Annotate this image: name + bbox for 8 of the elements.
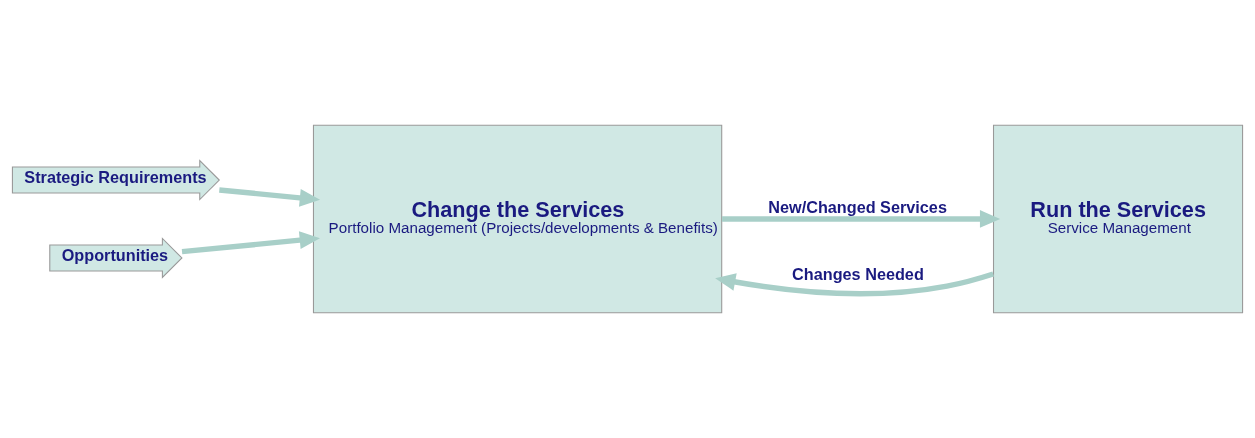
arrow <box>715 271 995 297</box>
edge-label: Changes Needed <box>792 264 924 283</box>
arrow <box>219 187 321 207</box>
node-box: Run the Services Service Management <box>992 124 1244 314</box>
edge-label: New/Changed Services <box>768 197 947 216</box>
arrow <box>181 231 320 255</box>
node-box: Change the Services Portfolio Management (Projects/developments & Benefits) <box>312 124 723 314</box>
arrow <box>722 210 1001 228</box>
